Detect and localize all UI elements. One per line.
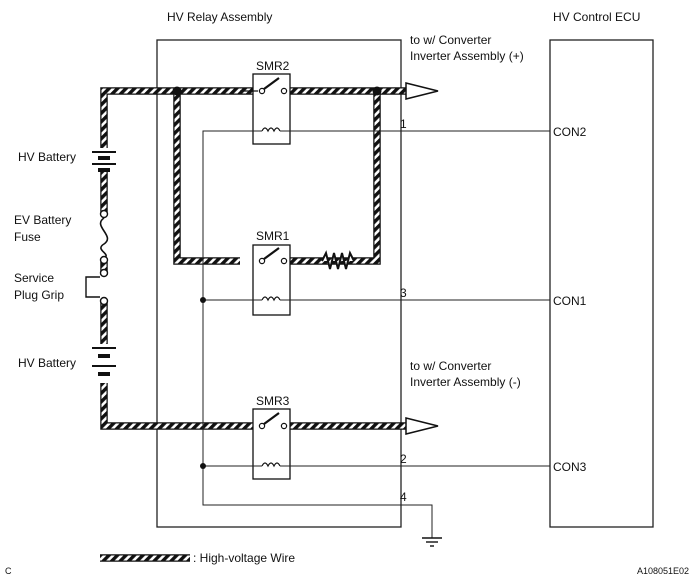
arrow-to-inverter-negative	[405, 417, 439, 435]
service-plug-icon	[85, 268, 109, 306]
control-ecu-title: HV Control ECU	[553, 10, 640, 24]
ecu-terminal-con2: CON2	[553, 125, 587, 139]
junction-dot	[172, 86, 182, 96]
junction-dot	[200, 297, 206, 303]
output-negative-line2: Inverter Assembly (-)	[410, 375, 521, 389]
ecu-terminal-con1: CON1	[553, 294, 587, 308]
relay-assembly-box	[156, 39, 402, 528]
relay-smr2	[240, 73, 291, 145]
service-plug-label-line2: Plug Grip	[14, 288, 64, 302]
junction-dot	[372, 86, 382, 96]
output-positive-line1: to w/ Converter	[410, 33, 491, 47]
relay-smr1	[252, 244, 291, 316]
pin-3: 3	[400, 286, 407, 300]
hv-battery-bottom-label: HV Battery	[18, 356, 76, 370]
hv-battery-top-icon	[92, 148, 116, 172]
arrow-to-inverter-positive	[405, 82, 439, 100]
hv-wire-positive-bus	[100, 87, 410, 152]
junction-dot	[200, 463, 206, 469]
drawing-id: A108051E02	[637, 566, 689, 576]
ev-fuse-label-line2: Fuse	[14, 230, 41, 244]
ev-fuse-label-line1: EV Battery	[14, 213, 71, 227]
control-wiring	[202, 130, 550, 538]
smr2-label: SMR2	[256, 59, 290, 73]
control-ecu-box	[549, 39, 654, 528]
output-negative-line1: to w/ Converter	[410, 359, 491, 373]
smr1-label: SMR1	[256, 229, 290, 243]
hv-wire-precharge-loop	[173, 91, 381, 265]
hv-wire-battery-chain	[100, 170, 410, 430]
ground-icon	[422, 537, 442, 547]
legend-label: : High-voltage Wire	[193, 551, 295, 565]
footer-mark: C	[5, 566, 12, 576]
pin-2: 2	[400, 452, 407, 466]
ev-fuse-icon	[99, 209, 109, 265]
service-plug-label-line1: Service	[14, 271, 54, 285]
smr3-label: SMR3	[256, 394, 290, 408]
pin-4: 4	[400, 490, 407, 504]
hv-battery-bottom-icon	[92, 344, 116, 383]
pin-1: 1	[400, 117, 407, 131]
resistor-icon	[321, 250, 355, 270]
hv-battery-top-label: HV Battery	[18, 150, 76, 164]
ecu-terminal-con3: CON3	[553, 460, 587, 474]
relay-assembly-title: HV Relay Assembly	[167, 10, 272, 24]
relay-smr3	[252, 408, 291, 480]
output-positive-line2: Inverter Assembly (+)	[410, 49, 524, 63]
